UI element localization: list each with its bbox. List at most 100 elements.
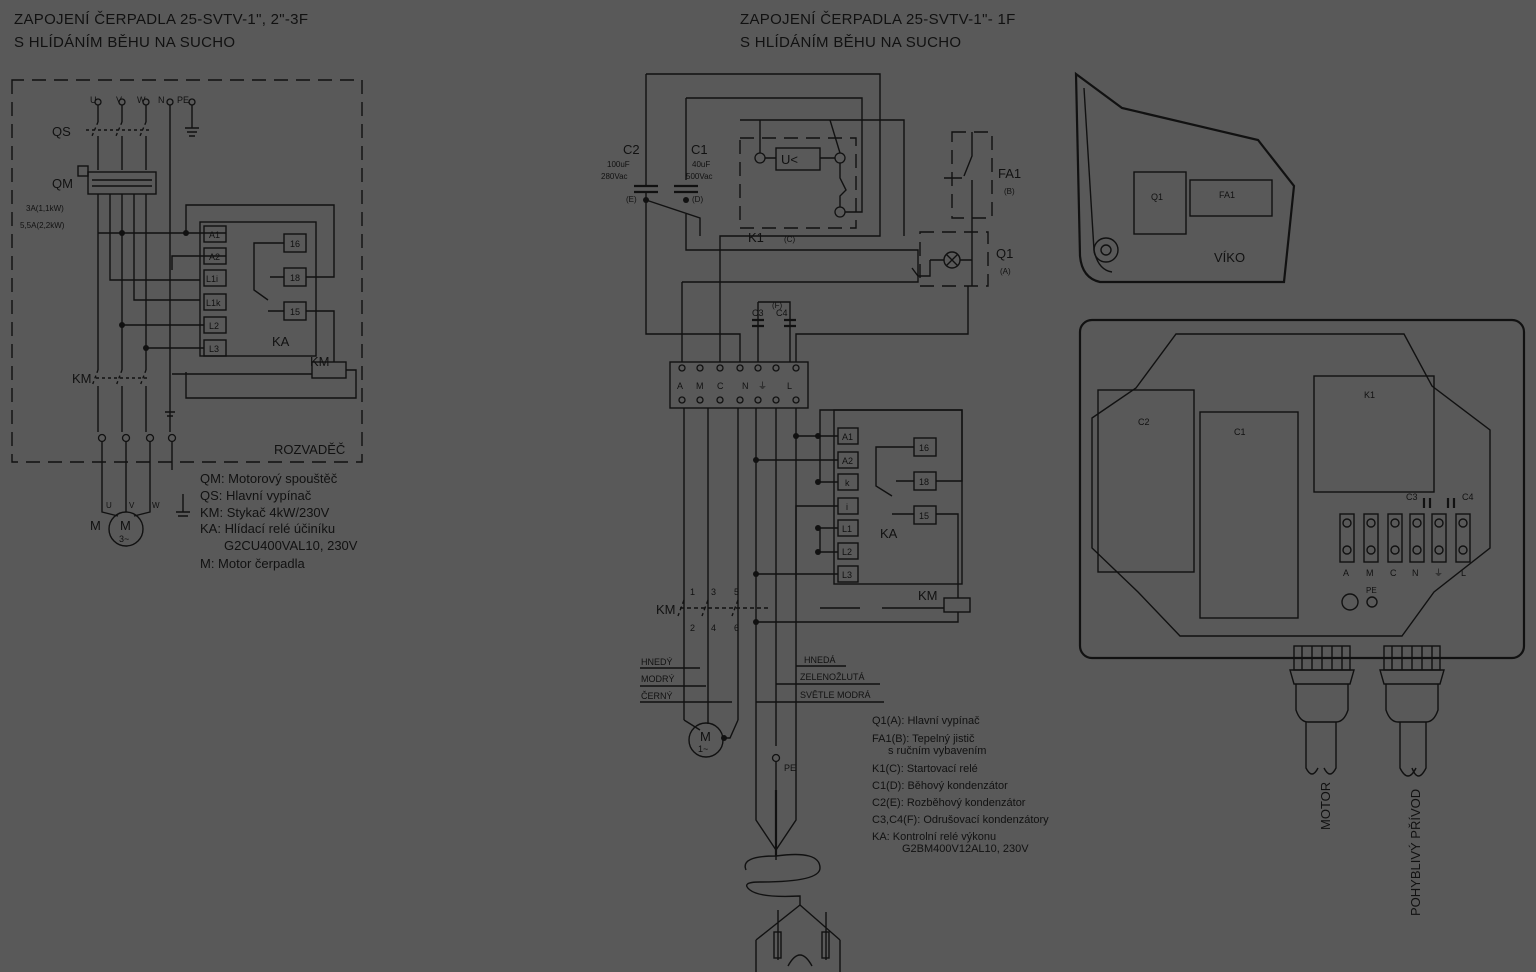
box-term-l: L xyxy=(1461,568,1466,578)
mid-legend-ka-model: G2BM400V12AL10, 230V xyxy=(902,843,1029,855)
sense-lines xyxy=(109,194,200,301)
terminal-pe: PE xyxy=(177,95,189,105)
box-term-n: N xyxy=(1412,568,1419,578)
left-legend-km: KM: Stykač 4kW/230V xyxy=(200,505,330,520)
km-top-5: 5 xyxy=(734,587,739,597)
motor-cable-label: MOTOR xyxy=(1318,782,1333,830)
box-term-a: A xyxy=(1343,568,1349,578)
ka-mid-pin-i: i xyxy=(846,502,848,512)
c3-label: C3 xyxy=(752,308,764,318)
box-c4-label: C4 xyxy=(1462,492,1474,502)
strip-l: L xyxy=(787,381,792,391)
box-c2 xyxy=(1097,389,1195,573)
ka-middle-left-pins xyxy=(837,427,859,583)
terminal-strip xyxy=(669,361,809,409)
terminal-n: N xyxy=(158,95,165,105)
top-loop-wire xyxy=(646,73,881,362)
motor-term-u: U xyxy=(106,501,112,510)
middle-title-line1: ZAPOJENÍ ČERPADLA 25-SVTV-1"- 1F xyxy=(740,11,1016,28)
output-terminals xyxy=(97,433,177,443)
right-assembly: Q1 FA1 VÍKO C2 C1 K1 C3 C4 A M C N xyxy=(1074,71,1526,916)
motor-gland xyxy=(1289,645,1355,775)
left-legend-ka: KA: Hlídací relé účiníku xyxy=(200,521,335,536)
plug-outline xyxy=(755,904,841,972)
k1-label: K1 xyxy=(748,230,764,245)
ka-mid-pin-18: 18 xyxy=(919,477,929,487)
middle-diagram: ZAPOJENÍ ČERPADLA 25-SVTV-1"- 1F S HLÍDÁ… xyxy=(601,11,1049,972)
left-legend-ka-model: G2CU400VAL10, 230V xyxy=(224,538,358,553)
mid-legend-c1: C1(D): Běhový kondenzátor xyxy=(872,780,1008,792)
km-coil-return xyxy=(756,612,959,623)
motor-term-w: W xyxy=(152,501,160,510)
box-outline xyxy=(1078,318,1526,660)
km-mid-label: KM xyxy=(656,602,676,617)
wire-svetle-modra: SVĚTLE MODRÁ xyxy=(800,690,871,700)
viko-label: VÍKO xyxy=(1214,250,1245,265)
ka-mid-pin-l1: L1 xyxy=(842,524,852,534)
km-bot-2: 2 xyxy=(690,623,695,633)
k1-terminal-bottom xyxy=(834,206,846,218)
qm-rating-1: 3A(1,1kW) xyxy=(26,204,64,213)
box-term-c: C xyxy=(1390,568,1397,578)
box-c3c4-symbols xyxy=(1422,498,1456,508)
motor-mid-feed xyxy=(683,700,739,739)
lid-inner-edge xyxy=(1083,87,1113,273)
c3c4-symbols xyxy=(752,318,796,328)
terminal-u: U xyxy=(90,95,97,105)
motor-mid-phase: 1~ xyxy=(698,744,708,754)
box-pe-terminal xyxy=(1366,596,1378,608)
wire-cerny: ČERNÝ xyxy=(641,691,673,701)
c1-top-wire xyxy=(686,97,863,213)
ka-pin-l1k: L1k xyxy=(206,298,221,308)
qs-switch-symbol xyxy=(86,121,150,137)
box-term-ground: ⏚ xyxy=(1434,568,1443,578)
ka-pin-18: 18 xyxy=(290,273,300,283)
ka-relay-box-middle xyxy=(833,409,963,585)
ka-pin-l3: L3 xyxy=(209,344,219,354)
km-out-lines xyxy=(97,386,171,432)
ka-pin-l2: L2 xyxy=(209,321,219,331)
wire-label-lines-right xyxy=(756,665,884,703)
ka-pin-a2: A2 xyxy=(209,252,220,262)
strip-ground: ⏚ xyxy=(758,381,767,391)
qm-inner xyxy=(92,179,152,187)
c3c4-tag: (F) xyxy=(772,301,783,310)
left-legend-qs: QS: Hlavní vypínač xyxy=(200,488,312,503)
mid-legend-fa1-2: s ručním vybavením xyxy=(888,745,986,757)
q1-label: Q1 xyxy=(996,246,1013,261)
km-coil-label: KM xyxy=(310,354,330,369)
motor-inner-label: M xyxy=(120,518,131,533)
qs-label: QS xyxy=(52,124,71,139)
middle-legend: Q1(A): Hlavní vypínač FA1(B): Tepelný ji… xyxy=(872,715,1049,855)
km-mid-contacts xyxy=(677,599,770,617)
ka-mid-pin-a1: A1 xyxy=(842,432,853,442)
fa1-switch xyxy=(944,132,973,218)
middle-title-line2: S HLÍDÁNÍM BĚHU NA SUCHO xyxy=(740,34,961,51)
q1-out-wire xyxy=(795,286,969,362)
ka-mid-pin-l3: L3 xyxy=(842,570,852,580)
km-mid-coil-label: KM xyxy=(918,588,938,603)
c3c4-wires xyxy=(757,301,791,362)
n-marker xyxy=(165,411,175,417)
k1-terminal-right xyxy=(834,152,846,164)
ka-pin-15: 15 xyxy=(290,307,300,317)
left-title-line2: S HLÍDÁNÍM BĚHU NA SUCHO xyxy=(14,34,235,51)
ka-pin-a1: A1 xyxy=(209,230,220,240)
lid-q1-box xyxy=(1133,171,1187,235)
lid-fa1-box xyxy=(1189,179,1273,217)
c4-label: C4 xyxy=(776,308,788,318)
ka-control-wires xyxy=(171,204,335,362)
lid-screw-inner xyxy=(1100,244,1112,256)
lid-screw-outer xyxy=(1093,237,1119,263)
left-legend-qm: QM: Motorový spouštěč xyxy=(200,471,338,486)
plug-ground-arc xyxy=(787,954,813,967)
left-legend-m: M: Motor čerpadla xyxy=(200,556,306,571)
box-c2-label: C2 xyxy=(1138,417,1150,427)
ka-pin-l1i: L1i xyxy=(206,274,218,284)
ka-relay-box xyxy=(199,221,317,357)
k1-relay-box xyxy=(739,137,857,229)
k1-coil xyxy=(775,147,821,171)
box-k1 xyxy=(1313,375,1435,493)
k1-feed-wire xyxy=(681,262,919,362)
